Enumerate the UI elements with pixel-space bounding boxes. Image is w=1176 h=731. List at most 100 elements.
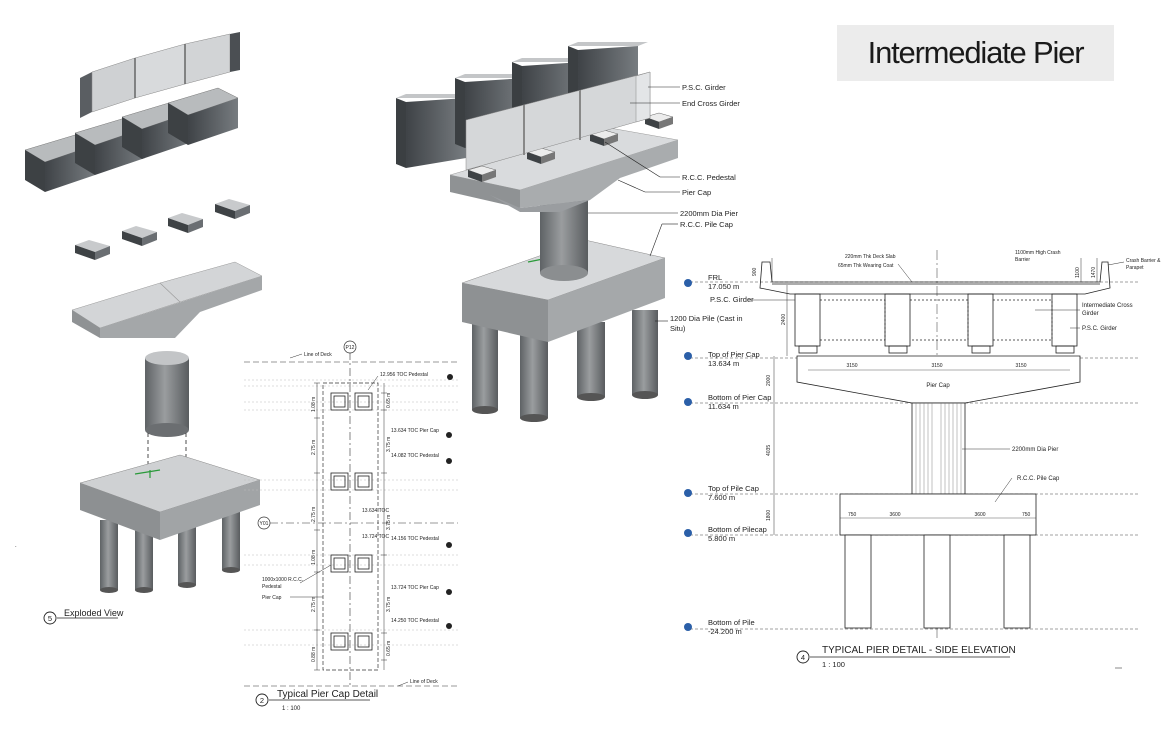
level-top-pier-cap-name: Top of Pier Cap bbox=[708, 350, 760, 359]
elev-label-crash-2: Barrier bbox=[1015, 257, 1030, 263]
line-of-deck-bottom: Line of Deck bbox=[410, 679, 438, 685]
elevation-levels: FRL 17.050 m Top of Pier Cap 13.634 m Bo… bbox=[684, 273, 771, 636]
elevation-title: 4 TYPICAL PIER DETAIL - SIDE ELEVATION 1… bbox=[796, 645, 1122, 669]
title-box: Intermediate Pier bbox=[837, 25, 1114, 81]
elevation-deck bbox=[759, 261, 1111, 354]
note-9: 13.724 TOC Pier Cap bbox=[391, 585, 439, 591]
elev-label-psc-girder: P.S.C. Girder bbox=[710, 295, 754, 304]
grid-y01: Y01 bbox=[260, 521, 269, 527]
label-pile-line1: 1200 Dia Pile (Cast in bbox=[670, 314, 743, 323]
elev-label-psc-girder-right: P.S.C. Girder bbox=[1082, 326, 1117, 332]
exploded-view-title: Exploded View bbox=[64, 608, 124, 618]
plan-level-markers bbox=[446, 374, 453, 629]
elev-dim-v1800: 1800 bbox=[766, 510, 772, 521]
iso-pier-cap bbox=[449, 127, 679, 212]
exploded-view: 5 Exploded View . bbox=[15, 32, 263, 625]
dim-3: 2.75 m bbox=[311, 507, 317, 522]
level-bot-pile-name: Bottom of Pile bbox=[708, 618, 755, 627]
label-pier-cap: Pier Cap bbox=[682, 188, 711, 197]
level-top-pile-cap-name: Top of Pile Cap bbox=[708, 484, 759, 493]
elevation-annotations: 220mm Thk Deck Slab 65mm Thk Wearing Coa… bbox=[710, 250, 1161, 503]
note-7b: Pedestal bbox=[262, 584, 281, 590]
level-bot-pier-cap-value: 11.634 m bbox=[708, 402, 739, 411]
level-frl-value: 17.050 m bbox=[708, 282, 739, 291]
rdim-2: 3.75 m bbox=[386, 437, 392, 452]
exploded-pier-cap bbox=[71, 261, 263, 338]
elev-label-icg-1: Intermediate Cross bbox=[1082, 303, 1133, 309]
label-psc-girder: P.S.C. Girder bbox=[682, 83, 726, 92]
elev-dim-p3: 3600 bbox=[974, 512, 985, 518]
elev-label-dia-pier: 2200mm Dia Pier bbox=[1012, 447, 1058, 453]
elev-dim-v4035: 4035 bbox=[766, 445, 772, 456]
elev-dim-v2000: 2000 bbox=[766, 375, 772, 386]
exploded-view-number: 5 bbox=[48, 614, 52, 623]
elev-dim-p1: 750 bbox=[848, 512, 857, 518]
elev-label-pile-cap: R.C.C. Pile Cap bbox=[1017, 476, 1060, 482]
label-dia-pier: 2200mm Dia Pier bbox=[680, 209, 738, 218]
dim-4: 1.08 m bbox=[311, 550, 317, 565]
elev-dim-v900: 900 bbox=[752, 267, 758, 276]
exploded-pier-column bbox=[145, 351, 189, 475]
elev-dim-h2: 3150 bbox=[931, 363, 942, 369]
level-top-pier-cap-value: 13.634 m bbox=[708, 359, 739, 368]
dim-2: 2.75 m bbox=[311, 440, 317, 455]
elev-dim-v1100: 1100 bbox=[1075, 267, 1081, 278]
line-of-deck-top: Line of Deck bbox=[304, 352, 332, 358]
note-5: 13.724 TOC bbox=[362, 534, 389, 540]
exploded-pile-cap bbox=[79, 454, 261, 593]
iso-assembly: P.S.C. Girder End Cross Girder R.C.C. Pe… bbox=[396, 42, 743, 422]
rdim-4: 3.75 m bbox=[386, 597, 392, 612]
level-bot-pile-value: -24.200 m bbox=[708, 627, 742, 636]
plan-notes: 12.956 TOC Pedestal 13.634 TOC Pier Cap … bbox=[262, 372, 439, 624]
dim-1: 1.08 m bbox=[311, 397, 317, 412]
grid-p12: P12 bbox=[346, 345, 355, 351]
level-frl-name: FRL bbox=[708, 273, 722, 282]
page-title: Intermediate Pier bbox=[867, 35, 1085, 70]
plan-detail-scale: 1 : 100 bbox=[282, 706, 301, 712]
rdim-1: 0.65 m bbox=[386, 393, 392, 408]
elev-dim-p2: 3600 bbox=[889, 512, 900, 518]
exploded-bearings bbox=[75, 199, 250, 260]
elevation-pile-cap bbox=[839, 493, 1037, 536]
elev-dim-h3: 3150 bbox=[1015, 363, 1026, 369]
level-top-pile-cap-value: 7.600 m bbox=[708, 493, 735, 502]
elevation-number: 4 bbox=[801, 653, 805, 662]
elev-label-wearing-coat: 65mm Thk Wearing Coat bbox=[838, 263, 894, 269]
exploded-girders-row2 bbox=[24, 87, 239, 192]
note-3: 14.082 TOC Pedestal bbox=[391, 453, 439, 459]
elevation-scale: 1 : 100 bbox=[822, 660, 845, 669]
note-10: 14.250 TOC Pedestal bbox=[391, 618, 439, 624]
plan-detail-title: 2 Typical Pier Cap Detail 1 : 100 bbox=[255, 689, 378, 712]
iso-annotations: P.S.C. Girder End Cross Girder R.C.C. Pe… bbox=[588, 83, 743, 333]
label-rcc-pedestal: R.C.C. Pedestal bbox=[682, 173, 736, 182]
plan-pedestals bbox=[330, 392, 373, 651]
level-bot-pier-cap-name: Bottom of Pier Cap bbox=[708, 393, 771, 402]
elevation-piles bbox=[844, 534, 1031, 629]
note-7a: 1000x1000 R.C.C. bbox=[262, 577, 303, 583]
elev-label-deck-slab: 220mm Thk Deck Slab bbox=[845, 254, 896, 260]
level-bot-pilecap-value: 5.800 m bbox=[708, 534, 735, 543]
label-pile-line2: Situ) bbox=[670, 324, 686, 333]
iso-girders bbox=[396, 42, 651, 171]
plan-detail-name: Typical Pier Cap Detail bbox=[277, 689, 378, 700]
dim-6: 0.88 m bbox=[311, 647, 317, 662]
label-end-cross-girder: End Cross Girder bbox=[682, 99, 740, 108]
svg-text:.: . bbox=[15, 543, 17, 549]
elev-label-icg-2: Girder bbox=[1082, 311, 1099, 317]
side-elevation: FRL 17.050 m Top of Pier Cap 13.634 m Bo… bbox=[684, 250, 1161, 669]
elev-dim-v2400: 2400 bbox=[781, 314, 787, 325]
elevation-pier-column bbox=[911, 402, 966, 495]
note-1: 12.956 TOC Pedestal bbox=[380, 372, 428, 378]
elev-label-parapet-1: Crash Barrier & bbox=[1126, 258, 1161, 264]
iso-piles bbox=[472, 310, 658, 422]
elev-label-crash-1: 1100mm High Crash bbox=[1015, 250, 1061, 256]
note-4: 13.634 TOC bbox=[362, 508, 389, 514]
dim-5: 2.75 m bbox=[311, 597, 317, 612]
note-2: 13.634 TOC Pier Cap bbox=[391, 428, 439, 434]
level-bot-pilecap-name: Bottom of Pilecap bbox=[708, 525, 767, 534]
pier-cap-plan-detail: Line of Deck Line of Deck P12 Y01 bbox=[244, 340, 458, 712]
exploded-girders-top bbox=[80, 32, 240, 118]
rdim-5: 0.65 m bbox=[386, 641, 392, 656]
